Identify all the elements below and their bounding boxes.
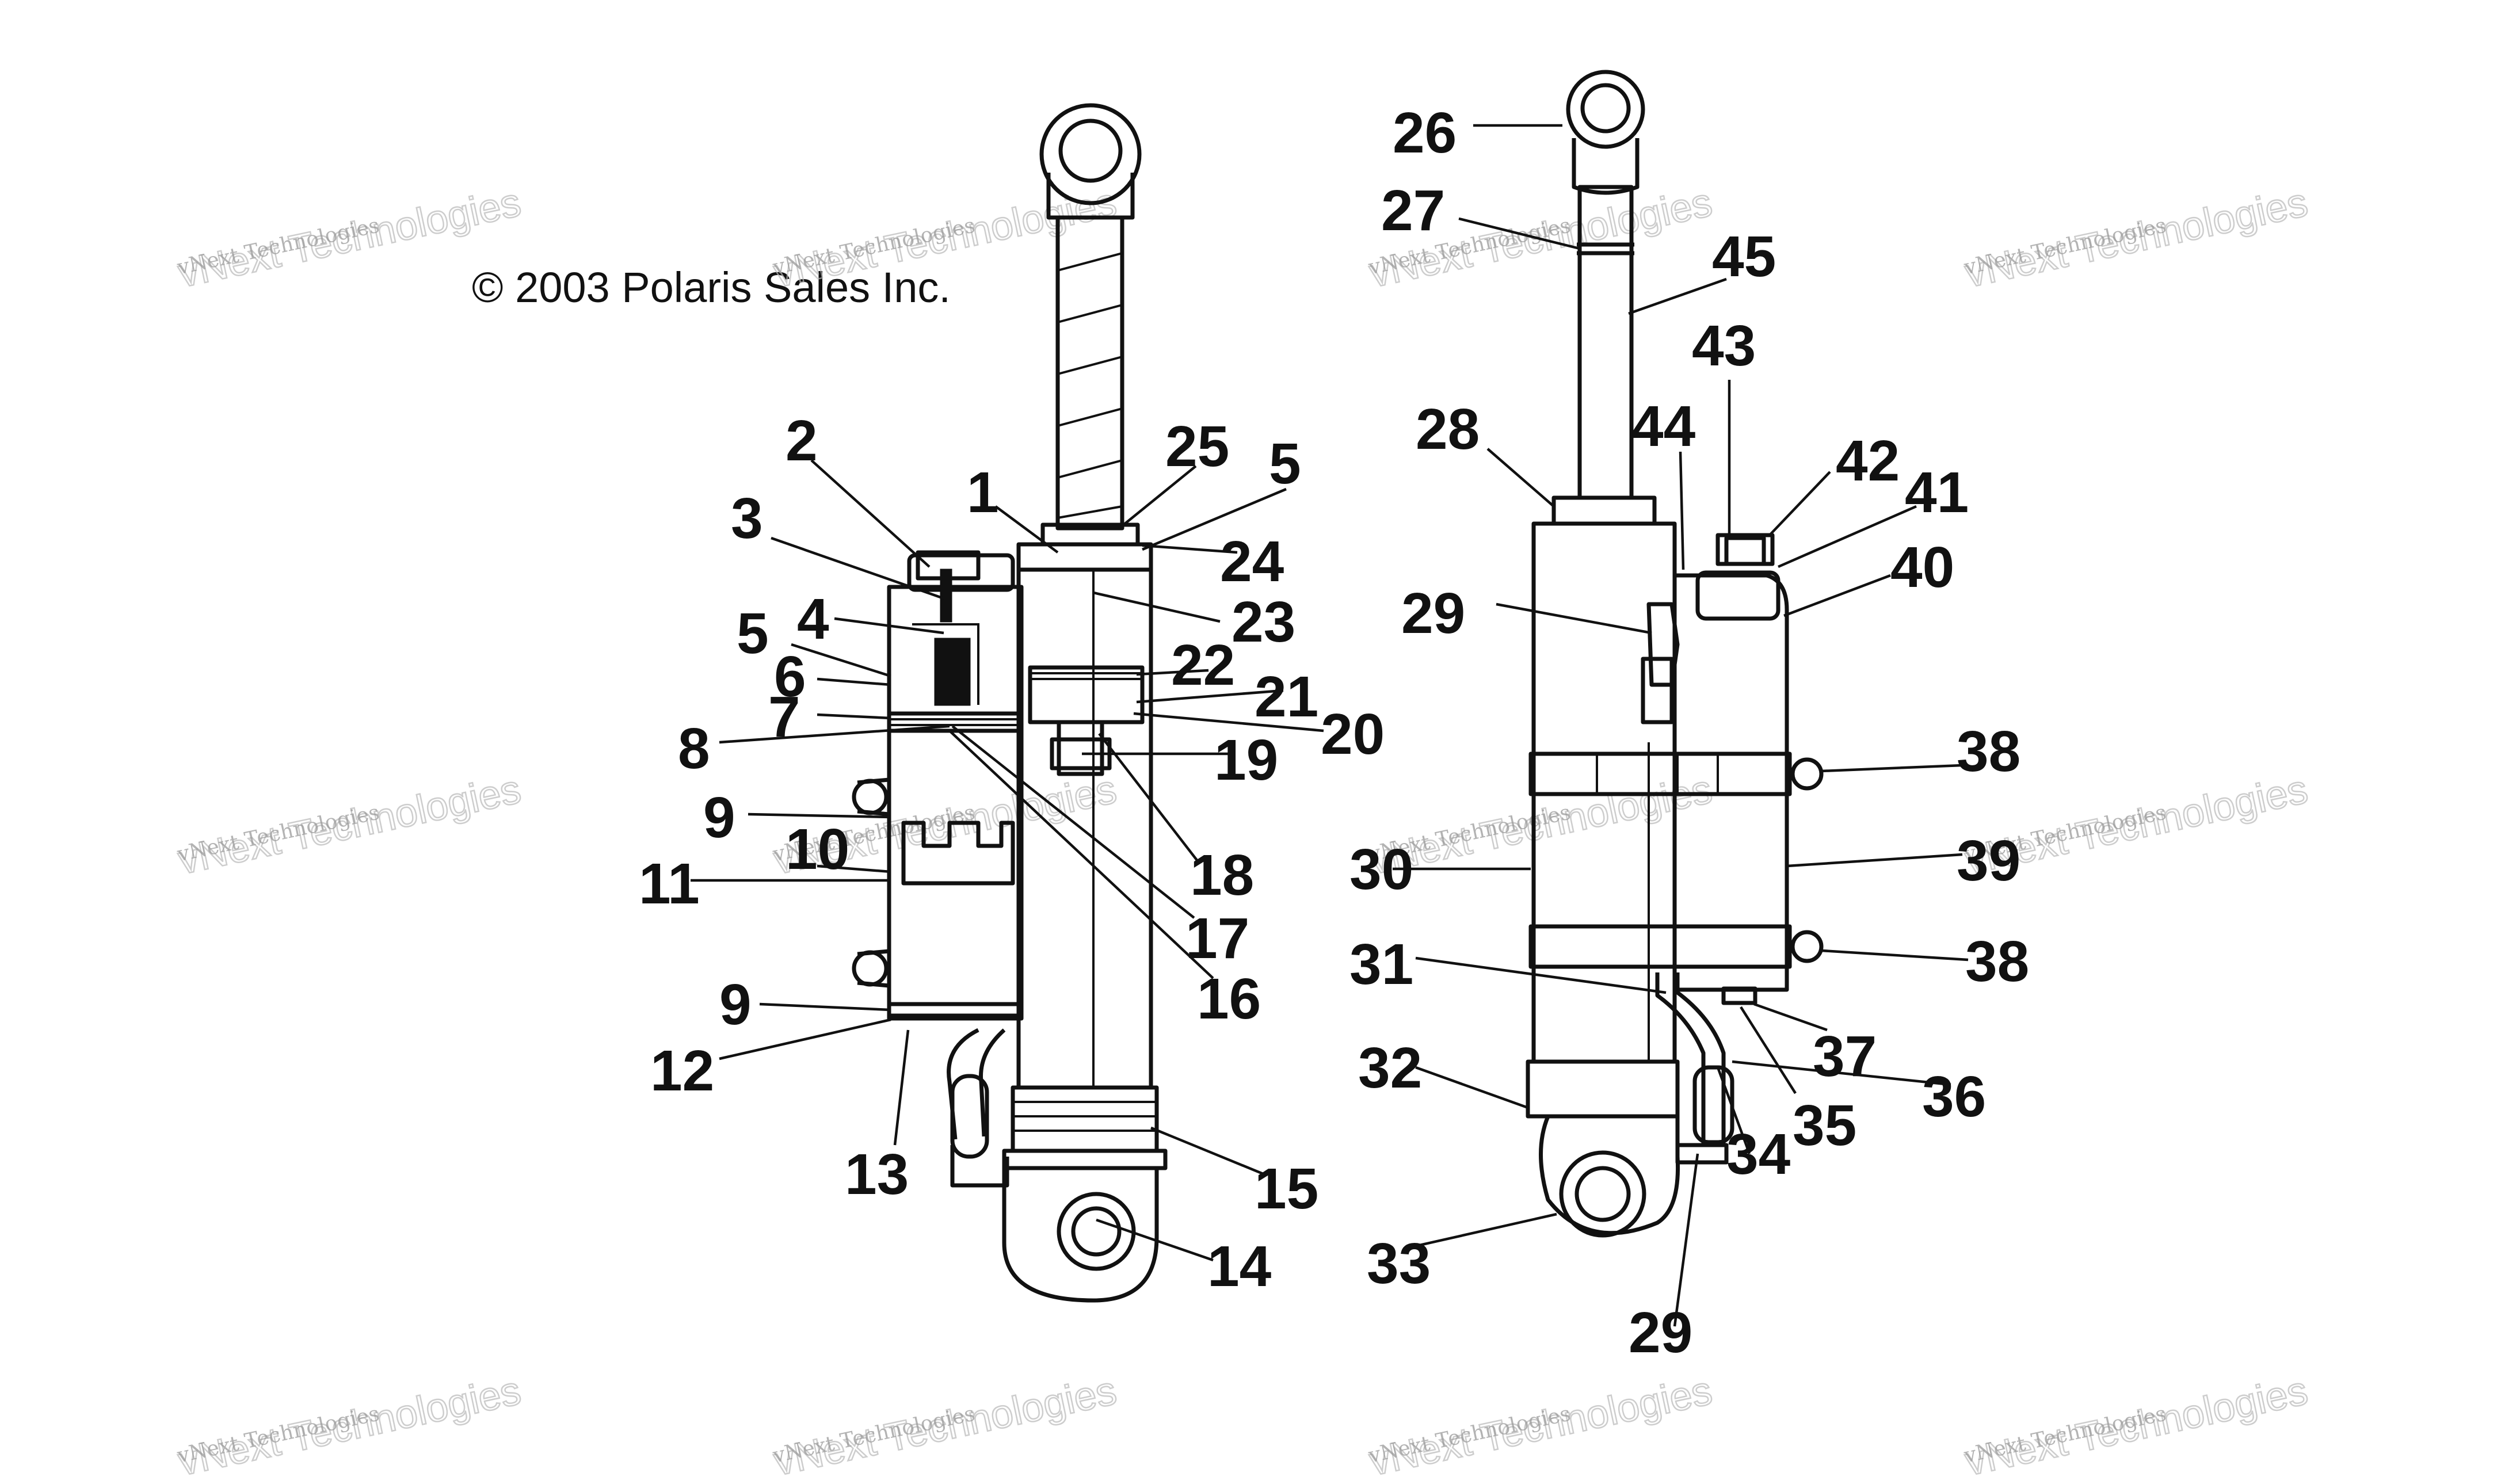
callout-7: 7 (768, 685, 800, 749)
callout-42: 42 (1836, 429, 1900, 493)
callout-15: 15 (1255, 1157, 1318, 1221)
callout-3: 3 (731, 486, 763, 551)
callout-33: 33 (1367, 1231, 1431, 1296)
callout-44: 44 (1631, 394, 1696, 459)
callout-30: 30 (1349, 837, 1413, 902)
callout-41: 41 (1905, 460, 1969, 525)
callout-11: 11 (639, 852, 700, 916)
callout-27: 27 (1381, 178, 1445, 243)
callout-17: 17 (1185, 906, 1249, 971)
callout-24: 24 (1220, 529, 1284, 594)
callout-29b: 29 (1629, 1300, 1692, 1365)
callout-40: 40 (1890, 535, 1954, 600)
callout-13: 13 (845, 1142, 909, 1207)
callout-25: 25 (1165, 414, 1229, 479)
callout-35: 35 (1793, 1093, 1856, 1158)
right-shock-assembly (1526, 70, 1824, 1238)
callout-29a: 29 (1401, 581, 1465, 646)
callout-5a: 5 (737, 601, 769, 666)
callout-9a: 9 (703, 785, 735, 850)
callout-5b: 5 (1269, 432, 1301, 496)
callout-1: 1 (967, 460, 999, 525)
copyright-text: © 2003 Polaris Sales Inc. (472, 264, 951, 311)
callout-19: 19 (1214, 728, 1278, 792)
callout-16: 16 (1197, 967, 1261, 1031)
callout-45: 45 (1712, 224, 1776, 289)
callout-36: 36 (1922, 1065, 1986, 1129)
callout-38b: 38 (1965, 929, 2029, 994)
callout-34: 34 (1726, 1122, 1791, 1187)
callout-12: 12 (650, 1039, 714, 1103)
callout-31: 31 (1349, 932, 1413, 997)
callout-43: 43 (1692, 314, 1756, 378)
left-shock-assembly (852, 103, 1168, 1303)
callout-26: 26 (1393, 101, 1457, 165)
callout-labels: 1 2 3 4 5 5 6 7 8 9 9 10 11 12 13 14 15 … (639, 101, 2029, 1365)
callout-20: 20 (1321, 702, 1385, 766)
callout-18: 18 (1190, 843, 1254, 907)
callout-22: 22 (1171, 633, 1235, 697)
callout-2: 2 (786, 409, 818, 473)
callout-28: 28 (1416, 397, 1480, 461)
callout-6: 6 (774, 644, 806, 709)
callout-38a: 38 (1957, 719, 2020, 784)
callout-23: 23 (1232, 590, 1295, 654)
callout-39: 39 (1957, 829, 2020, 893)
callout-4: 4 (797, 587, 829, 651)
callout-32: 32 (1358, 1036, 1422, 1100)
callout-14: 14 (1207, 1234, 1272, 1299)
callout-37: 37 (1813, 1024, 1877, 1089)
leader-lines (691, 124, 1969, 1327)
callout-10: 10 (786, 817, 849, 882)
callout-21: 21 (1255, 665, 1318, 729)
callout-8: 8 (678, 716, 710, 781)
callout-9b: 9 (719, 972, 752, 1037)
